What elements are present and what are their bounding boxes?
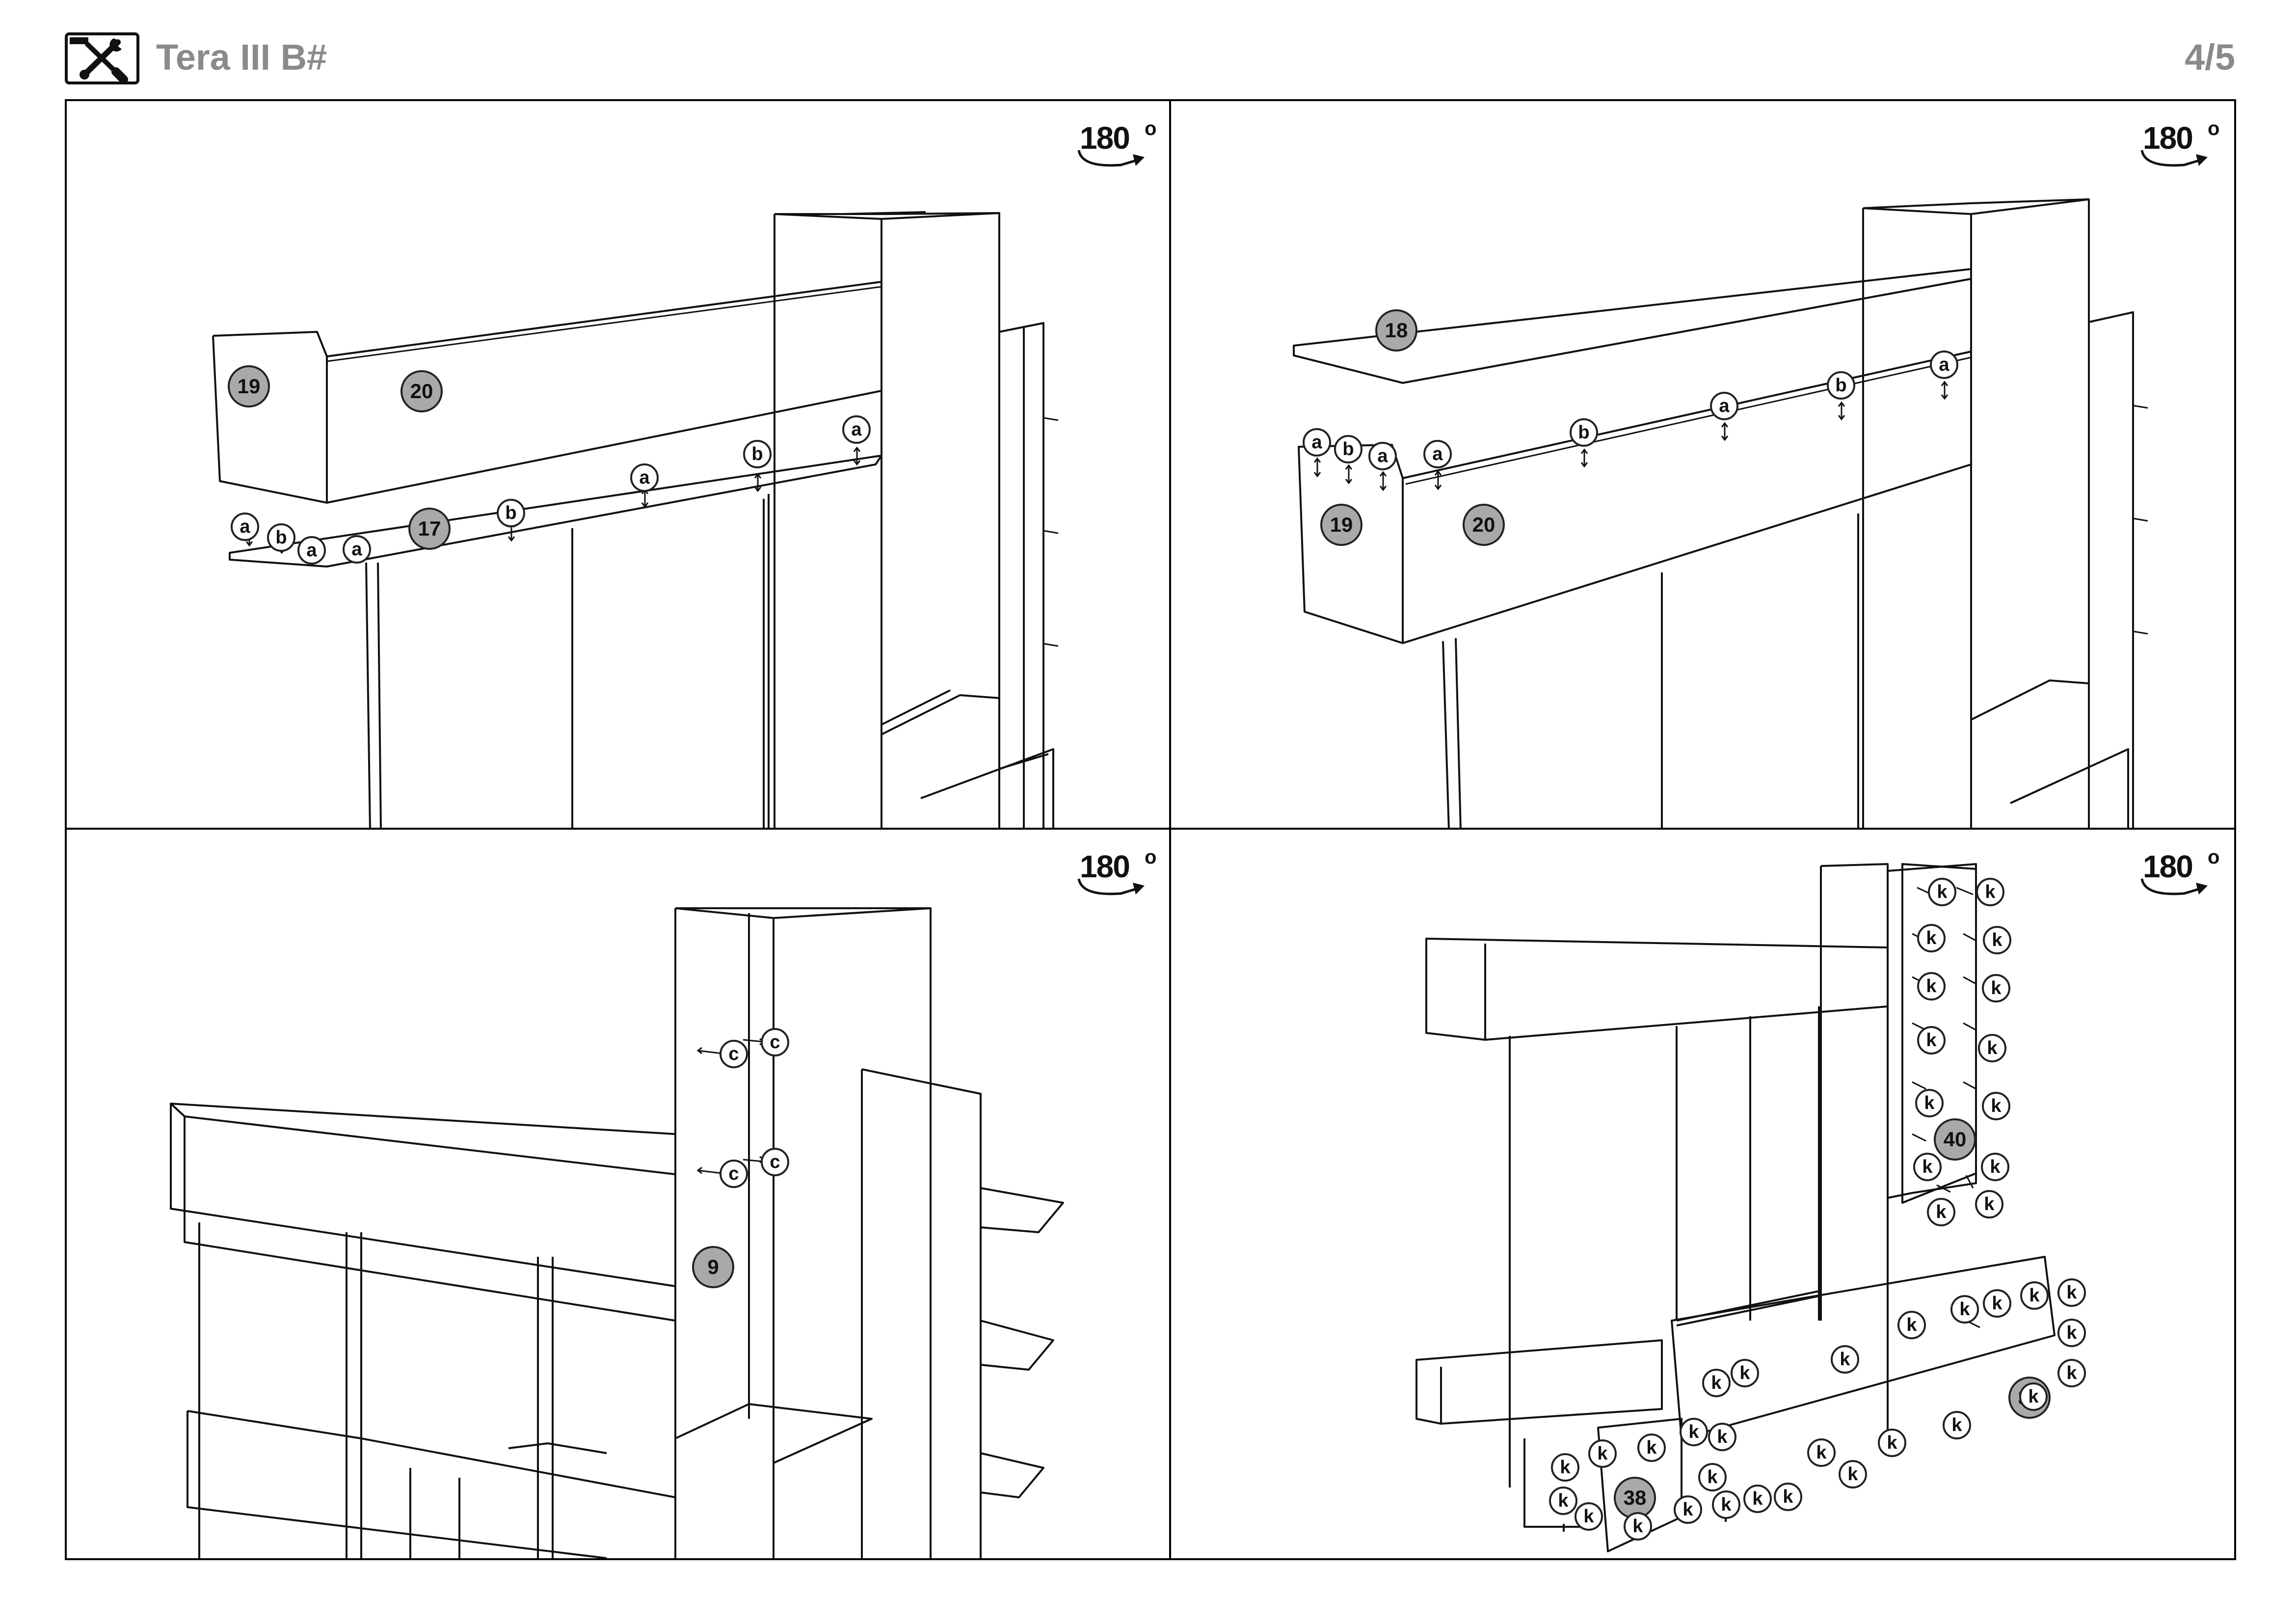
hardware-callout: k	[1917, 1026, 1946, 1055]
hardware-callout: b	[1334, 435, 1362, 463]
hardware-callout: k	[2057, 1359, 2086, 1387]
hardware-callout: b	[1827, 371, 1855, 400]
document-title: Tera III B#	[156, 37, 327, 78]
hardware-callout: k	[1878, 1429, 1906, 1457]
hardware-callout: k	[1674, 1495, 1702, 1524]
hardware-callout: k	[2057, 1319, 2086, 1347]
hardware-callout: k	[1950, 1295, 1979, 1324]
hardware-callout: k	[1915, 1089, 1944, 1117]
hardware-callout: k	[1982, 1092, 2010, 1120]
hardware-callout: k	[1928, 878, 1956, 906]
hardware-callout: k	[1831, 1345, 1859, 1374]
hardware-callout: k	[1588, 1439, 1617, 1468]
hardware-callout: k	[1702, 1369, 1731, 1397]
hardware-callout: a	[343, 535, 371, 564]
page-number: 4/5	[2185, 37, 2235, 78]
part-callout: 20	[1463, 504, 1505, 546]
hardware-callout: k	[1978, 1034, 2006, 1062]
assembly-drawing	[1415, 863, 2056, 1552]
hardware-callout: b	[497, 499, 525, 527]
hardware-callout: k	[1913, 1153, 1942, 1181]
part-callout: 20	[400, 370, 443, 412]
part-callout: 17	[408, 508, 451, 550]
hardware-callout: k	[1774, 1483, 1802, 1511]
hardware-callout: b	[1570, 418, 1598, 447]
assembly-drawing	[170, 907, 1064, 1558]
hardware-callout: k	[1917, 972, 1946, 1001]
hardware-callout: k	[1807, 1438, 1836, 1467]
part-callout: 18	[1375, 309, 1417, 352]
hardware-callout: k	[1731, 1359, 1759, 1387]
hardware-callout: k	[1982, 974, 2010, 1002]
assembly-drawing	[212, 211, 1059, 828]
hardware-callout: k	[1624, 1512, 1652, 1541]
part-callout: 9	[692, 1246, 734, 1288]
hardware-callout: k	[1927, 1198, 1955, 1226]
hardware-callout: b	[267, 523, 295, 552]
hardware-callout: a	[1930, 351, 1958, 379]
hardware-callout: a	[1710, 392, 1738, 420]
hardware-callout: c	[720, 1040, 748, 1068]
hardware-callout: k	[1637, 1434, 1666, 1462]
hardware-callout: c	[720, 1160, 748, 1188]
hardware-callout: k	[1981, 1153, 2009, 1181]
hardware-callout: k	[1743, 1485, 1772, 1513]
hardware-callout: k	[1839, 1460, 1867, 1489]
hardware-callout: c	[761, 1148, 789, 1176]
hardware-callout: k	[1698, 1463, 1727, 1491]
hardware-callout: k	[1551, 1453, 1579, 1482]
hardware-callout: k	[2057, 1278, 2086, 1307]
hardware-callout: b	[743, 440, 772, 468]
hardware-callout: k	[1983, 926, 2011, 954]
hardware-callout: k	[1917, 924, 1946, 952]
hardware-callout: k	[1549, 1487, 1577, 1515]
hardware-callout: a	[231, 513, 259, 541]
tools-icon	[65, 32, 139, 84]
hardware-callout: k	[1976, 878, 2004, 906]
hardware-callout: k	[1712, 1490, 1740, 1519]
hardware-callout: a	[842, 415, 871, 444]
page-header: Tera III B# 4/5	[0, 0, 2296, 98]
hardware-callout: c	[761, 1028, 789, 1056]
hardware-callout: a	[630, 463, 659, 492]
hardware-callout: k	[1897, 1311, 1926, 1339]
part-callout: 19	[1320, 504, 1362, 546]
hardware-callout: k	[2020, 1281, 2049, 1310]
part-callout: 19	[228, 365, 270, 407]
hardware-callout: a	[1423, 440, 1452, 468]
hardware-callout: k	[1680, 1418, 1708, 1446]
hardware-callout: a	[297, 536, 326, 565]
hardware-callout: k	[1708, 1423, 1736, 1451]
hardware-callout: k	[1943, 1411, 1971, 1439]
assembly-drawing	[1293, 198, 2148, 828]
part-callout: 40	[1934, 1118, 1976, 1161]
hardware-callout: k	[1983, 1289, 2011, 1318]
hardware-callout: a	[1368, 442, 1397, 470]
hardware-callout: a	[1303, 428, 1331, 457]
part-callout: 38	[1614, 1477, 1656, 1519]
hardware-callout: k	[1575, 1502, 1603, 1531]
hardware-callout: k	[1975, 1190, 2003, 1218]
hardware-callout: k	[2019, 1382, 2048, 1411]
